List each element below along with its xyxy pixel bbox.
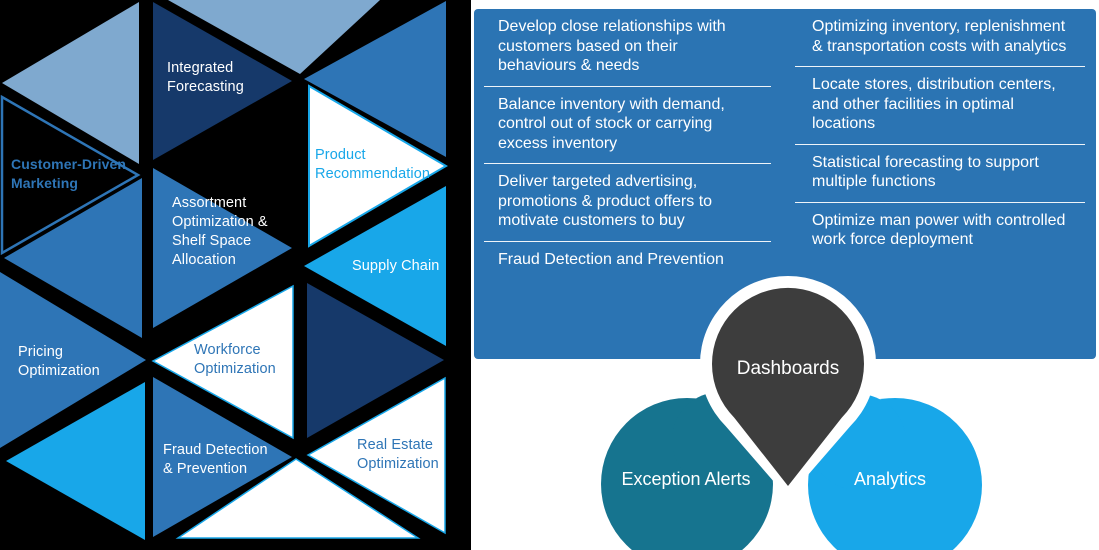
- triangle-customer-driven-marketing: [0, 94, 141, 256]
- triangle-steel-top-left: [2, 2, 139, 164]
- triangle-product-recommendation: [308, 84, 448, 248]
- label-assortment-optimization: Assortment Optimization & Shelf Space Al…: [172, 195, 268, 268]
- label-product-recommendation: Product Recommendation: [315, 147, 431, 182]
- triangle-cyan-bottom-left: [6, 382, 145, 540]
- dashboards-pin: [712, 287, 865, 486]
- panel-item-customer-relationships: Develop close relationships with custome…: [484, 9, 771, 87]
- output-circles-cluster: Dashboards Exception Alerts Analytics: [601, 275, 982, 550]
- panel-item-fraud-detection: Fraud Detection and Prevention: [498, 250, 724, 268]
- triangle-white-bottom-center: [175, 458, 421, 539]
- triangle-supply-chain: [304, 186, 446, 346]
- panel-item-locate-stores: Locate stores, distribution centers, and…: [795, 67, 1085, 145]
- panel-item-targeted-advertising: Deliver targeted advertising, promotions…: [484, 164, 771, 242]
- panel-item-statistical-forecasting: Statistical forecasting to support multi…: [795, 145, 1085, 203]
- label-real-estate-optimization: Real Estate Optimization: [357, 437, 439, 472]
- triangle-integrated-forecasting: [153, 2, 292, 160]
- label-exception-alerts: Exception Alerts: [621, 469, 750, 489]
- label-supply-chain: Supply Chain: [352, 258, 440, 274]
- label-dashboards: Dashboards: [737, 358, 839, 379]
- panel-item-optimizing-inventory: Optimizing inventory, replenishment & tr…: [795, 9, 1085, 67]
- label-pricing-optimization: Pricing Optimization: [18, 344, 100, 379]
- triangle-workforce-optimization: [151, 284, 294, 440]
- triangle-real-estate: [306, 376, 446, 535]
- label-fraud-detection: Fraud Detection & Prevention: [163, 442, 268, 477]
- triangle-assortment: [153, 168, 292, 328]
- panel-item-man-power: Optimize man power with controlled work …: [812, 211, 1066, 249]
- triangle-steel-top-center: [168, 0, 380, 74]
- panel-right-column: Optimizing inventory, replenishment & tr…: [795, 9, 1085, 260]
- triangle-blue-top-right: [304, 1, 446, 157]
- triangle-navy-right: [307, 283, 444, 438]
- label-integrated-forecasting: Integrated Forecasting: [167, 60, 244, 95]
- label-customer-driven-marketing: Customer-Driven Marketing: [11, 156, 127, 191]
- triangle-blue-left-mid: [4, 178, 142, 338]
- label-analytics: Analytics: [854, 469, 926, 489]
- triangle-mosaic: [0, 0, 471, 550]
- triangle-fraud-detection: [153, 377, 292, 537]
- panel-item-balance-inventory: Balance inventory with demand, control o…: [484, 87, 771, 164]
- label-workforce-optimization: Workforce Optimization: [194, 342, 276, 377]
- panel-left-column: Develop close relationships with custome…: [484, 9, 771, 279]
- triangle-pricing-optimization: [0, 272, 146, 448]
